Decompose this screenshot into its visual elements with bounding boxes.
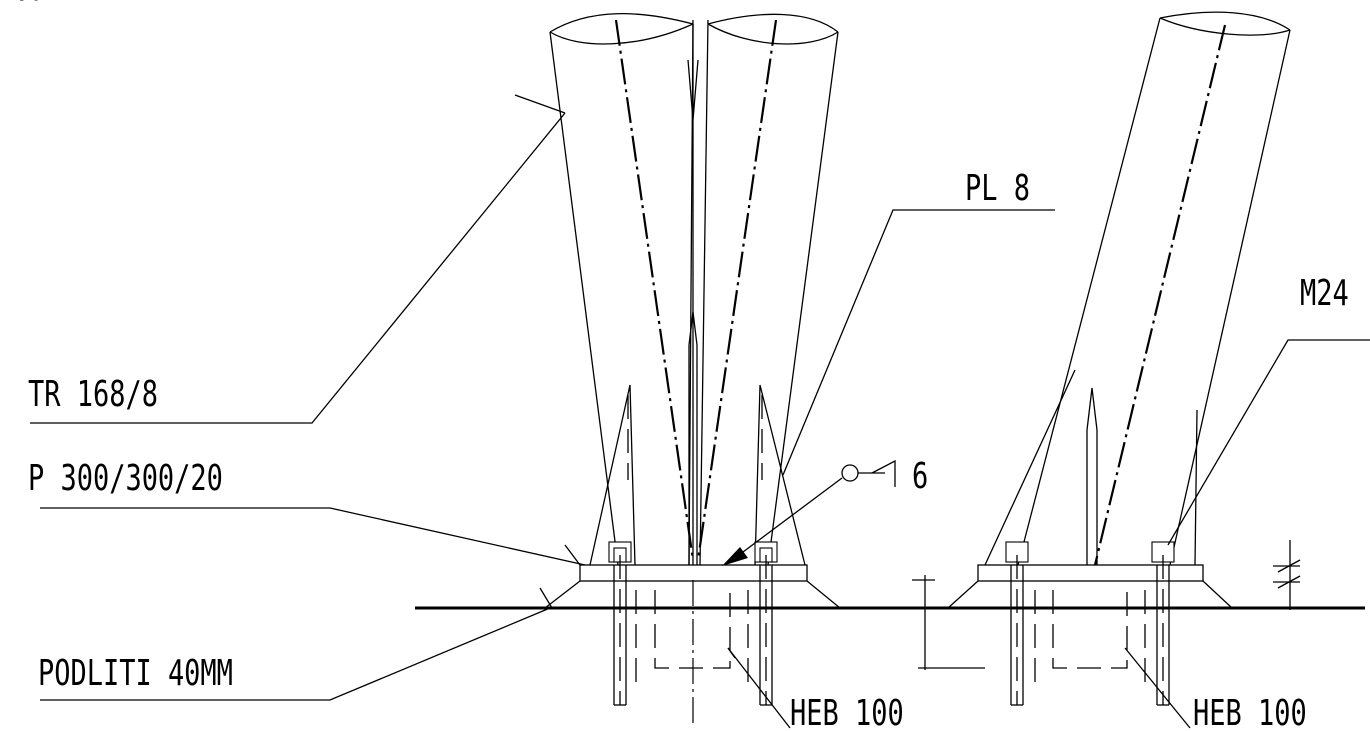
right-tube <box>696 13 839 566</box>
label-bolt: M24 <box>1167 271 1370 546</box>
dimension-embed-depth: 120 <box>0 0 985 670</box>
grout-bed <box>544 580 841 609</box>
stiffener-left-side <box>984 369 1076 566</box>
embedded-heb-left <box>635 590 749 690</box>
label-beam-left: HEB 100 <box>727 647 904 731</box>
inclined-tube <box>1017 11 1291 566</box>
grout-label: PODLITI 40MM <box>38 651 233 694</box>
beam-right-label: HEB 100 <box>1193 691 1307 731</box>
left-detail: 6 <box>544 13 928 728</box>
weld-symbol: 6 <box>722 454 928 566</box>
gusset-plate <box>687 24 699 565</box>
tube-label: TR 168/8 <box>28 372 158 415</box>
dimension-plate-grout: 20 40 <box>0 0 1301 610</box>
weld-size-label: 6 <box>912 454 928 497</box>
label-plate: P 300/300/20 <box>28 456 586 566</box>
grout-bed-side <box>947 580 1233 609</box>
stiffener-right-side <box>1194 409 1198 566</box>
label-tube: TR 168/8 <box>28 94 566 424</box>
right-detail: 120 20 40 <box>0 0 1301 706</box>
gusset-label: PL 8 <box>965 166 1030 209</box>
dim-40-label: 40 <box>0 0 29 8</box>
anchor-bolt-right <box>754 541 778 706</box>
gusset-plate-side <box>1086 387 1098 565</box>
bolt-label: M24 <box>1300 271 1349 314</box>
left-stiffener <box>589 384 636 566</box>
base-plate-side <box>977 564 1204 582</box>
anchor-bolt-left <box>608 541 632 706</box>
beam-left-label: HEB 100 <box>790 691 904 731</box>
label-gusset: PL 8 <box>782 166 1055 476</box>
label-grout: PODLITI 40MM <box>38 587 553 701</box>
anchor-bolt-side-left <box>1005 541 1029 706</box>
label-beam-right: HEB 100 <box>1124 647 1307 731</box>
left-tube <box>549 13 695 566</box>
dim-20-label: 20 <box>0 0 29 8</box>
plate-label: P 300/300/20 <box>28 456 223 499</box>
dim-120-label: 120 <box>0 0 43 8</box>
anchor-bolt-side-right <box>1151 541 1175 706</box>
embedded-heb-right <box>1034 590 1146 690</box>
right-stiffener <box>754 384 806 566</box>
